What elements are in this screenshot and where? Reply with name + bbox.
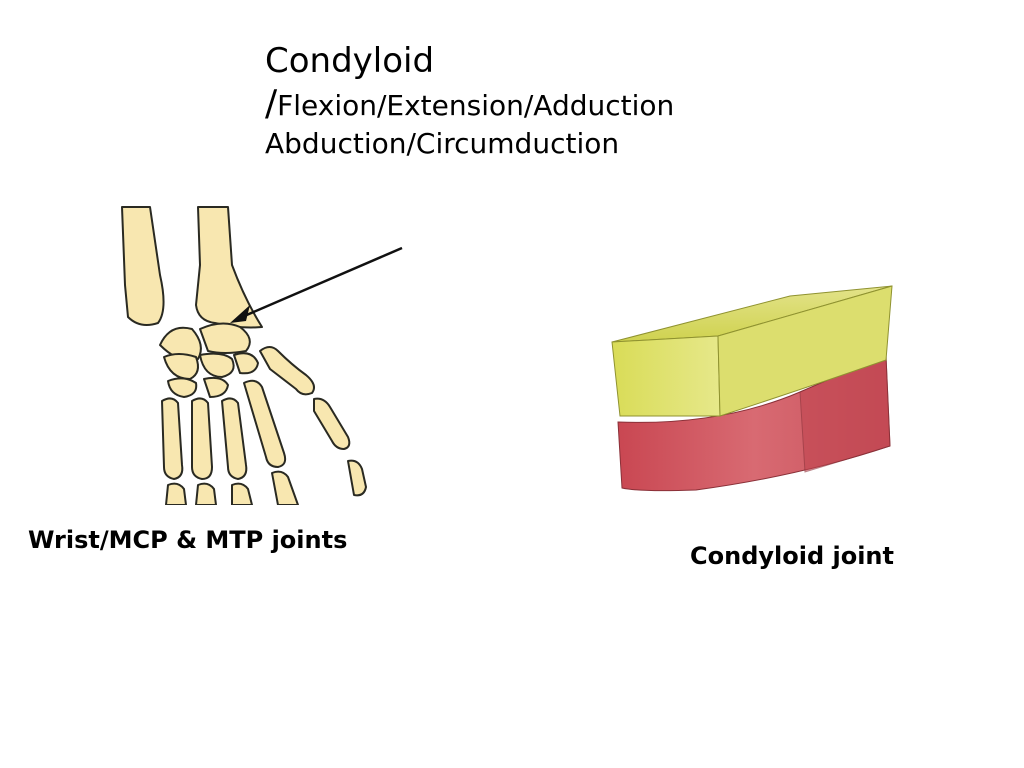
pointer-arrow-line — [241, 246, 403, 319]
thumb-phalanx — [313, 397, 351, 450]
condyloid-lower-block — [617, 355, 891, 492]
phalanx-bone — [271, 470, 299, 505]
slide-title: Condyloid /Flexion/Extension/Adduction A… — [265, 44, 745, 158]
metacarpal-bone — [243, 379, 287, 468]
radius-bone — [195, 206, 263, 329]
thumb-distal-phalanx — [347, 459, 367, 497]
caption-wrist-mcp-mtp: Wrist/MCP & MTP joints — [28, 526, 348, 554]
wrist-hand-skeleton-illustration — [121, 206, 403, 505]
phalanx-bone — [165, 482, 187, 505]
title-movements-text: Flexion/Extension/Adduction — [277, 89, 675, 122]
caption-condyloid-joint: Condyloid joint — [690, 542, 894, 570]
carpal-bone — [203, 376, 229, 398]
ulna-bone — [121, 206, 165, 326]
title-movements-line1: /Flexion/Extension/Adduction — [265, 86, 745, 130]
carpal-bone — [199, 352, 235, 378]
carpal-bone — [163, 353, 199, 380]
title-joint-type: Condyloid — [265, 41, 435, 81]
condyloid-upper-block — [611, 285, 893, 417]
carpal-bone — [233, 352, 259, 375]
condyloid-joint-block-illustration — [611, 285, 893, 492]
thumb-metacarpal — [259, 346, 315, 396]
phalanx-bone — [195, 482, 217, 505]
metacarpal-bone — [221, 397, 248, 480]
metacarpal-bone — [161, 397, 184, 480]
metacarpal-bone — [191, 397, 213, 480]
carpal-bone — [199, 322, 251, 354]
pointer-arrow-head — [230, 305, 250, 323]
carpal-bone — [167, 377, 198, 398]
phalanx-bone — [231, 482, 253, 505]
title-movements-line2: Abduction/Circumduction — [265, 127, 620, 160]
title-slash: / — [265, 83, 278, 124]
